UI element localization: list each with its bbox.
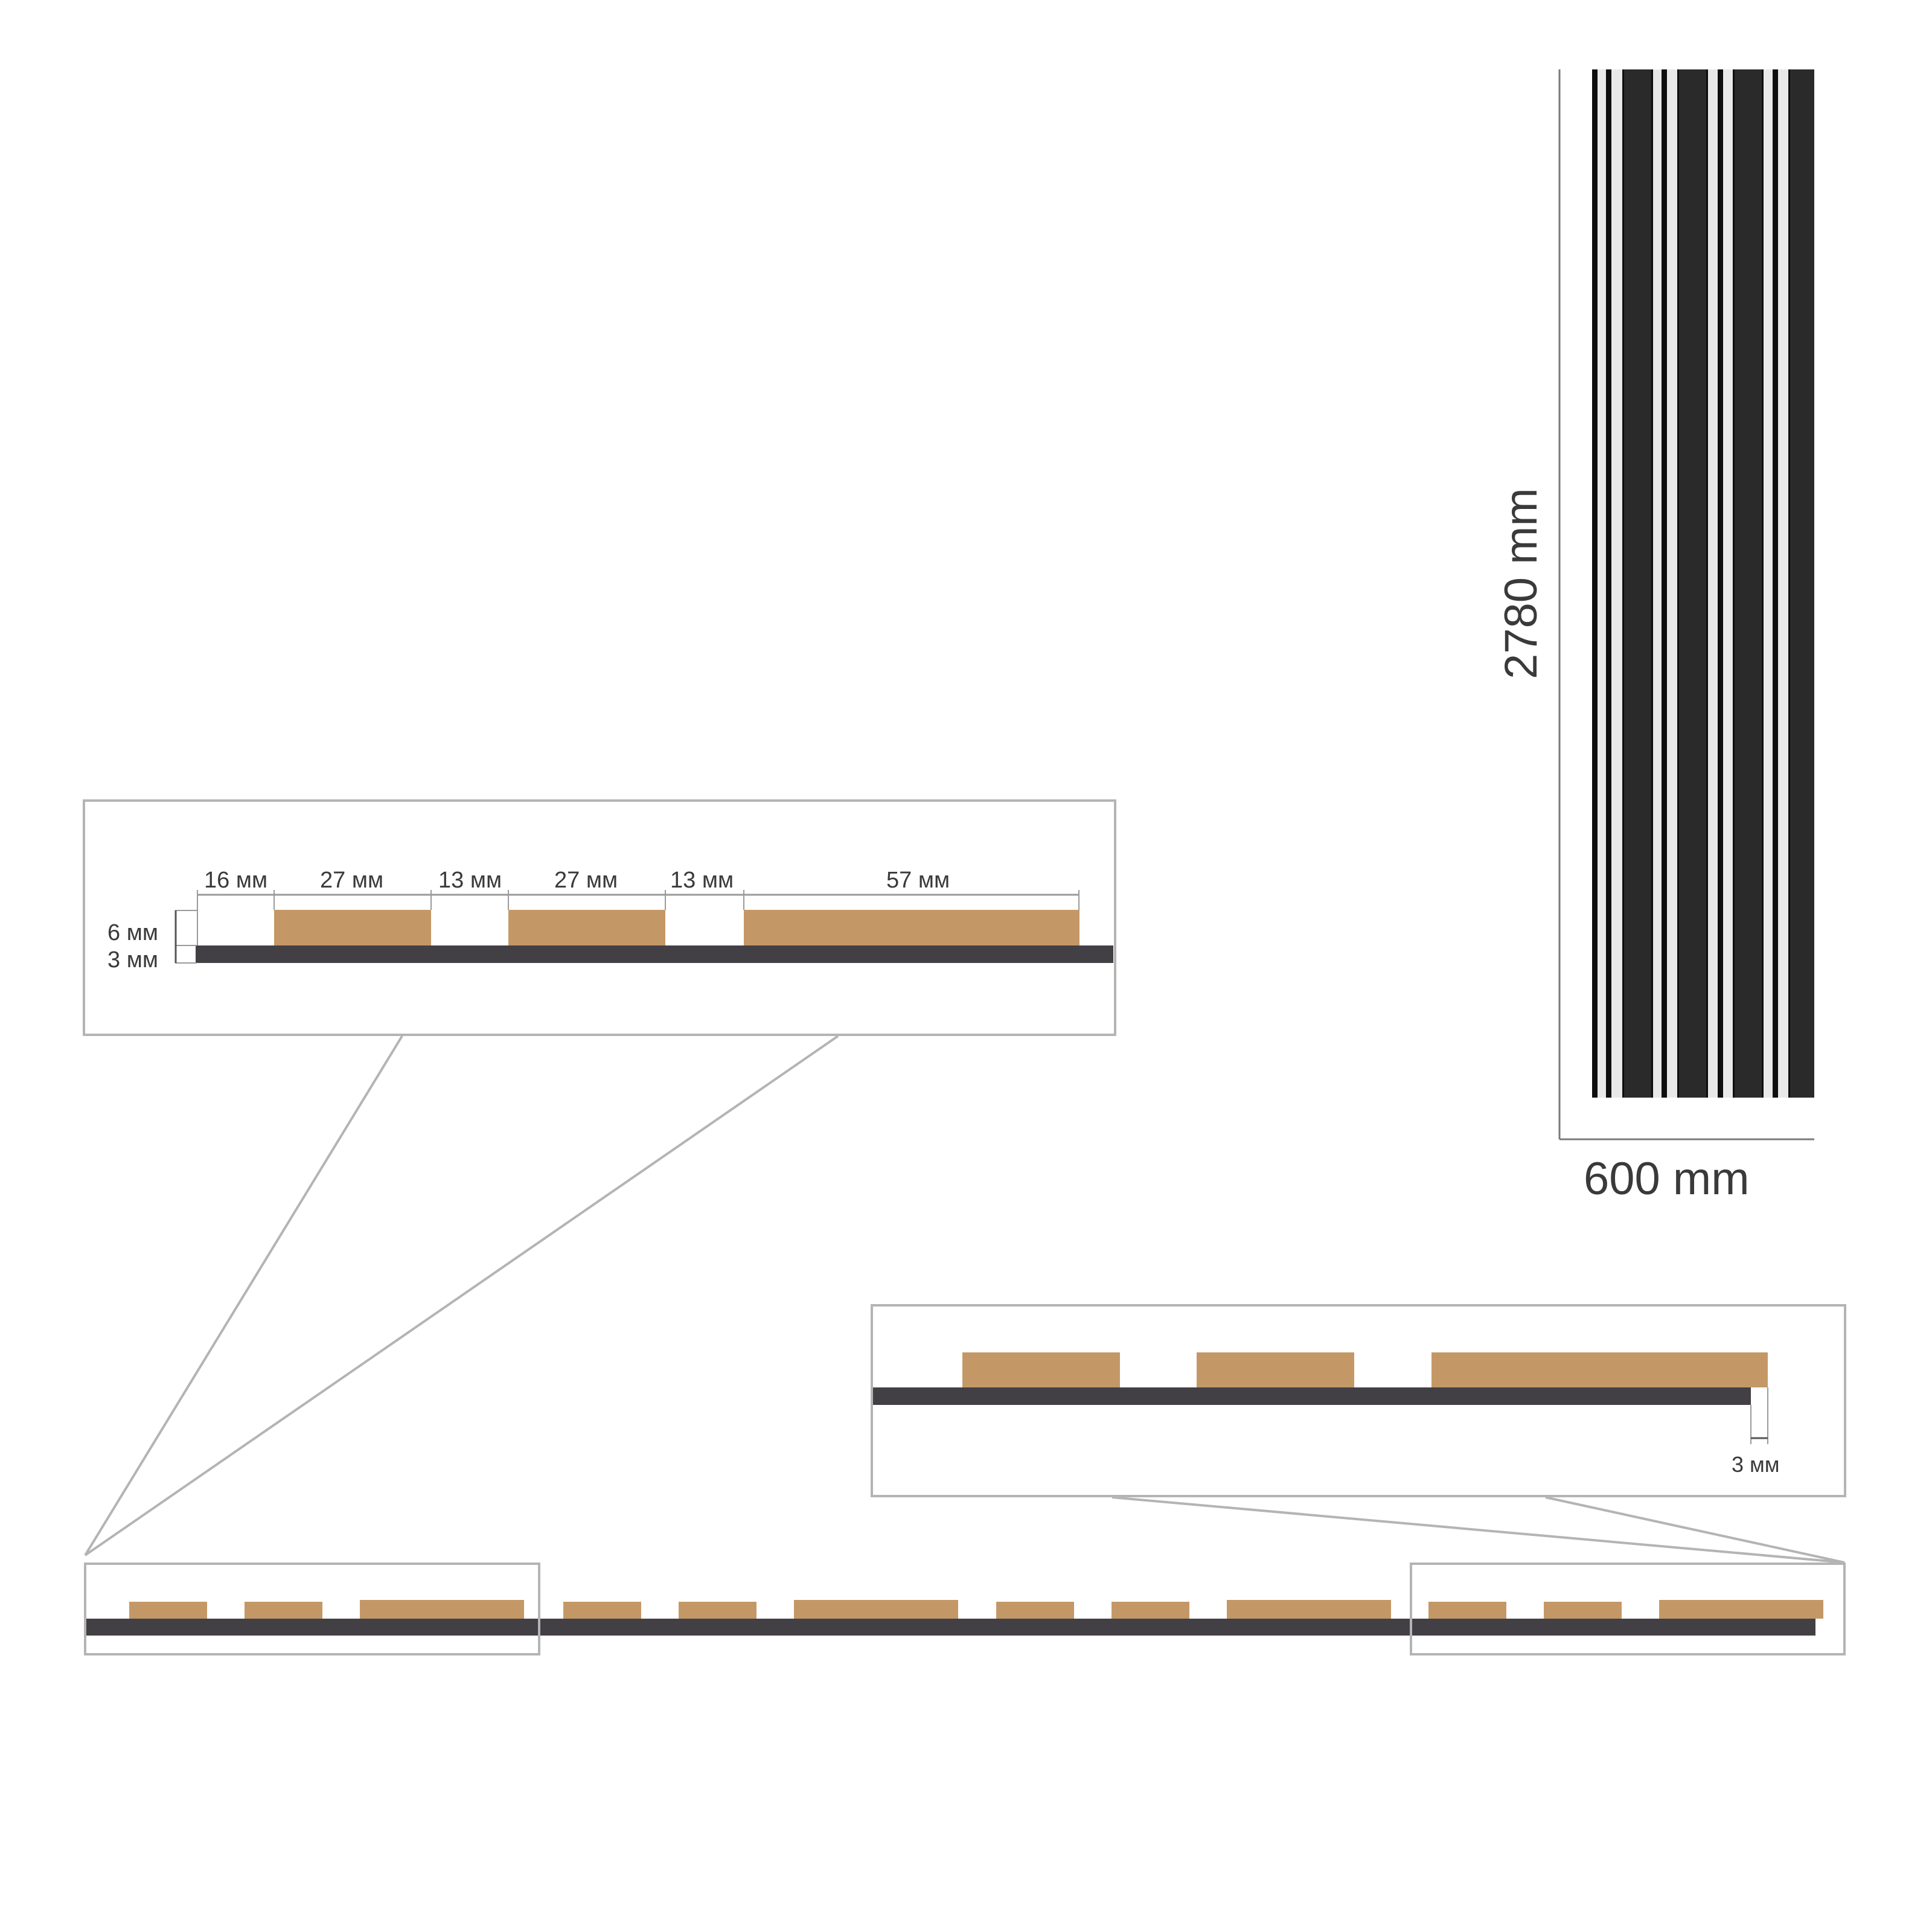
detail-box-left: 16 мм 27 мм 13 мм 27 мм 13 мм 57 мм 6 мм… (83, 799, 1116, 1036)
slat (1431, 1352, 1768, 1387)
connector-lines-left (84, 1035, 839, 1556)
base-strip (86, 1619, 1815, 1636)
dim-label-slat-27a: 27 мм (320, 868, 383, 893)
slat (1659, 1600, 1823, 1619)
slat (1112, 1602, 1189, 1619)
panel-height-label: 2780 mm (1495, 488, 1547, 679)
slat (274, 910, 431, 945)
full-cross-section (84, 1563, 1846, 1655)
slat (1544, 1602, 1622, 1619)
slat-height-label: 6 мм (107, 920, 158, 945)
highlight-box-right (1410, 1563, 1846, 1655)
panel-stripes (1592, 69, 1814, 1098)
slat (563, 1602, 641, 1619)
dim-label-gap-13b: 13 мм (670, 868, 734, 893)
detail-box-right: 3 мм (871, 1304, 1846, 1497)
slat (794, 1600, 958, 1619)
slat (1428, 1602, 1506, 1619)
base-strip (196, 945, 1113, 963)
panel-front-view: 2780 mm 600 mm (1495, 69, 1814, 1204)
slat (245, 1602, 322, 1619)
dim-label-gap-13a: 13 мм (438, 868, 502, 893)
dim-label-slat-57: 57 мм (886, 868, 950, 893)
slat (508, 910, 665, 945)
slat (744, 910, 1080, 945)
slat (962, 1352, 1120, 1387)
overhang-label: 3 мм (1732, 1452, 1780, 1477)
highlight-box-left (84, 1563, 540, 1655)
dim-label-slat-27b: 27 мм (554, 868, 618, 893)
base-strip (873, 1387, 1751, 1405)
slat (360, 1600, 524, 1619)
panel-width-label: 600 mm (1584, 1153, 1750, 1204)
slat (1227, 1600, 1391, 1619)
slat (1197, 1352, 1354, 1387)
slat (129, 1602, 207, 1619)
dim-label-gap-16: 16 мм (204, 868, 267, 893)
slat (996, 1602, 1074, 1619)
connector-lines-right (1112, 1496, 1845, 1564)
base-thickness-label: 3 мм (107, 947, 158, 973)
slat (679, 1602, 756, 1619)
